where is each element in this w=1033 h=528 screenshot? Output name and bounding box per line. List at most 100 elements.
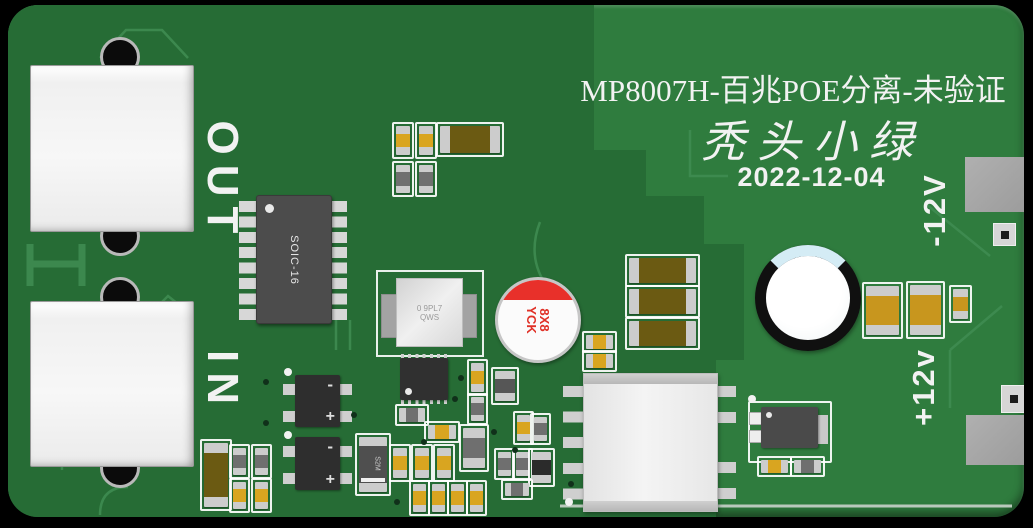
smd-component <box>200 439 232 511</box>
rj45-connector-out <box>30 65 194 232</box>
smd-body <box>419 126 433 155</box>
smd-body <box>471 363 484 392</box>
bridge-plus: + <box>325 408 335 425</box>
smd-body <box>255 482 268 509</box>
transformer-pins-right <box>716 386 736 423</box>
smd-component <box>501 479 533 500</box>
voltage-regulator <box>761 407 818 448</box>
smd-component <box>466 480 487 516</box>
smd-component <box>415 122 437 159</box>
smd-body <box>910 285 941 335</box>
smd-component <box>862 282 903 339</box>
smd-body <box>415 448 429 478</box>
via <box>394 499 400 505</box>
pin1-dot <box>265 204 274 213</box>
smd-body <box>517 415 530 441</box>
regulator-tab <box>818 415 828 444</box>
smd-body <box>440 126 500 153</box>
qfn-pins-top <box>401 354 447 359</box>
smd-component <box>447 480 468 516</box>
smd-component <box>467 393 488 425</box>
smd-body <box>953 289 968 319</box>
smd-body <box>396 165 410 193</box>
bridge-plus: + <box>325 471 335 488</box>
smd-body <box>451 484 464 512</box>
smd-component <box>415 161 437 197</box>
bridge-minus: - <box>327 437 333 456</box>
soic16-chip: SOIC-16 <box>256 195 332 324</box>
transformer-pins-left <box>563 386 583 509</box>
smd-component <box>530 413 551 445</box>
via <box>452 396 458 402</box>
smd-component <box>528 448 555 487</box>
smd-component <box>582 350 617 372</box>
smd-component <box>392 161 414 197</box>
power-inductor-8x8: 8X8 YCK <box>495 277 581 363</box>
pin1-dot <box>405 388 412 395</box>
silk-dot <box>284 368 292 376</box>
bridge-pins <box>283 446 297 484</box>
smd-component <box>467 359 488 396</box>
silk-date: 2022-12-04 <box>737 162 886 192</box>
shielded-inductor: 0 9PL7 QWS <box>396 278 463 347</box>
via <box>491 429 497 435</box>
silk-title: MP8007H-百兆POE分离-未验证 <box>580 73 1006 108</box>
smd-component <box>949 285 972 323</box>
silk-dot <box>565 498 573 506</box>
smd-body <box>413 484 426 512</box>
via <box>263 379 269 385</box>
smd-body <box>532 452 551 483</box>
smd-component <box>582 331 617 353</box>
smd-component <box>625 285 700 318</box>
smd-component <box>229 444 250 479</box>
smd-component <box>513 411 534 445</box>
smd-body <box>586 354 613 368</box>
silk-dot <box>284 431 292 439</box>
tin-pad <box>1001 385 1024 413</box>
qfn-chip <box>400 358 448 400</box>
smd-component <box>625 254 700 287</box>
smd-component <box>392 122 414 159</box>
smd-component <box>251 444 272 479</box>
sma-diode <box>359 437 387 492</box>
via <box>351 412 357 418</box>
bridge-rectifier-2: - + <box>295 437 340 490</box>
smd-body <box>255 448 268 475</box>
smd-body <box>396 126 410 155</box>
component-layer <box>8 5 1024 517</box>
smd-body <box>516 452 529 476</box>
bridge-pins <box>283 384 297 422</box>
qfn-pins-bottom <box>401 399 447 404</box>
via <box>263 420 269 426</box>
smd-body <box>393 448 407 478</box>
smd-body <box>419 165 433 193</box>
pad-hole <box>1009 395 1018 403</box>
inductor-red-stripe <box>498 280 578 300</box>
smd-body <box>233 482 246 509</box>
smd-body <box>495 371 515 401</box>
inductor-marking: 0 9PL7 QWS <box>416 303 443 322</box>
capacitor-polarity-arc <box>755 245 861 351</box>
smd-body <box>233 448 246 475</box>
smd-body <box>629 321 696 346</box>
soic16-pins-right <box>330 201 347 324</box>
pad-hole <box>1000 230 1009 239</box>
smd-body <box>629 258 696 283</box>
smd-component <box>436 122 504 157</box>
via <box>568 481 574 487</box>
smd-body <box>432 484 445 512</box>
smd-component <box>251 478 272 513</box>
via <box>458 375 464 381</box>
soic16-pins-left <box>239 201 256 324</box>
smd-component <box>411 444 433 482</box>
bridge-minus: - <box>327 375 333 394</box>
bridge-pins <box>338 446 352 484</box>
smd-component <box>433 444 455 482</box>
smd-body <box>866 286 899 335</box>
smd-body <box>505 483 529 496</box>
smd-component <box>906 281 945 339</box>
smd-body <box>586 335 613 349</box>
tin-pad <box>993 223 1016 246</box>
silk-signature: 秃头小绿 <box>701 117 925 168</box>
smd-component <box>389 444 411 482</box>
